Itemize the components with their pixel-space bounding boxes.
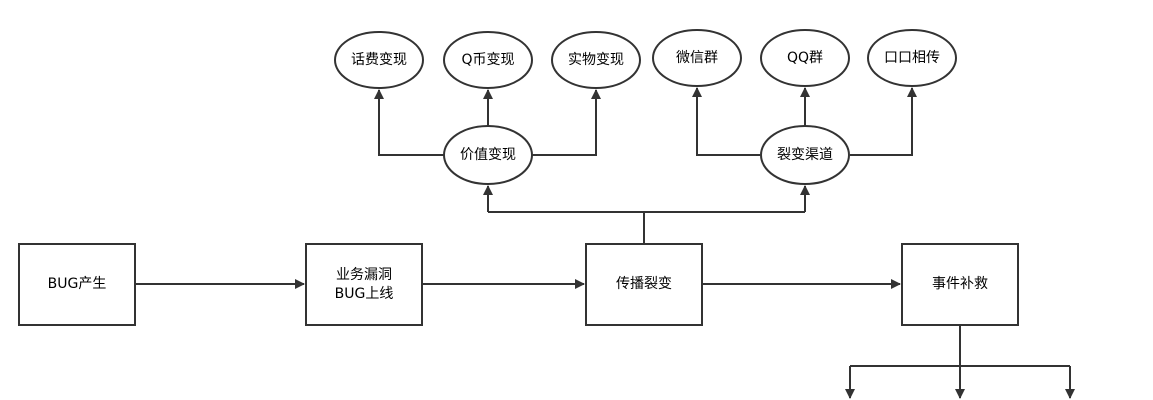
node-wechat-label: 微信群	[676, 50, 718, 66]
node-phone-credit: 话费变现	[334, 31, 424, 89]
node-remedy-label: 事件补救	[932, 276, 988, 292]
node-business-bug: 业务漏洞 BUG上线	[305, 243, 423, 326]
connector-channel-to-word-of-mouth	[850, 87, 917, 156]
connector-value-to-physical	[532, 89, 601, 156]
connector-channel-to-wechat	[692, 87, 760, 156]
node-bug-origin: BUG产生	[18, 243, 136, 326]
node-q-coin: Q币变现	[443, 31, 533, 89]
node-business-bug-line2: BUG上线	[335, 286, 394, 302]
node-word-of-mouth: 口口相传	[867, 29, 957, 87]
node-phone-credit-label: 话费变现	[351, 52, 407, 68]
node-word-of-mouth-label: 口口相传	[884, 50, 940, 66]
connector-value-to-phone-credit	[374, 89, 444, 156]
node-qq-label: QQ群	[787, 50, 823, 66]
node-remedy: 事件补救	[901, 243, 1019, 326]
node-q-coin-label: Q币变现	[461, 52, 514, 68]
node-value-hub-label: 价值变现	[460, 147, 516, 163]
node-physical: 实物变现	[551, 31, 641, 89]
node-value-hub: 价值变现	[443, 125, 533, 185]
node-channel-hub: 裂变渠道	[760, 125, 850, 185]
node-bug-origin-label: BUG产生	[48, 276, 107, 292]
node-spread: 传播裂变	[585, 243, 703, 326]
node-physical-label: 实物变现	[568, 52, 624, 68]
node-qq: QQ群	[760, 29, 850, 87]
node-channel-hub-label: 裂变渠道	[777, 147, 833, 163]
node-wechat: 微信群	[652, 29, 742, 87]
node-business-bug-line1: 业务漏洞	[336, 267, 392, 283]
node-spread-label: 传播裂变	[616, 276, 672, 292]
